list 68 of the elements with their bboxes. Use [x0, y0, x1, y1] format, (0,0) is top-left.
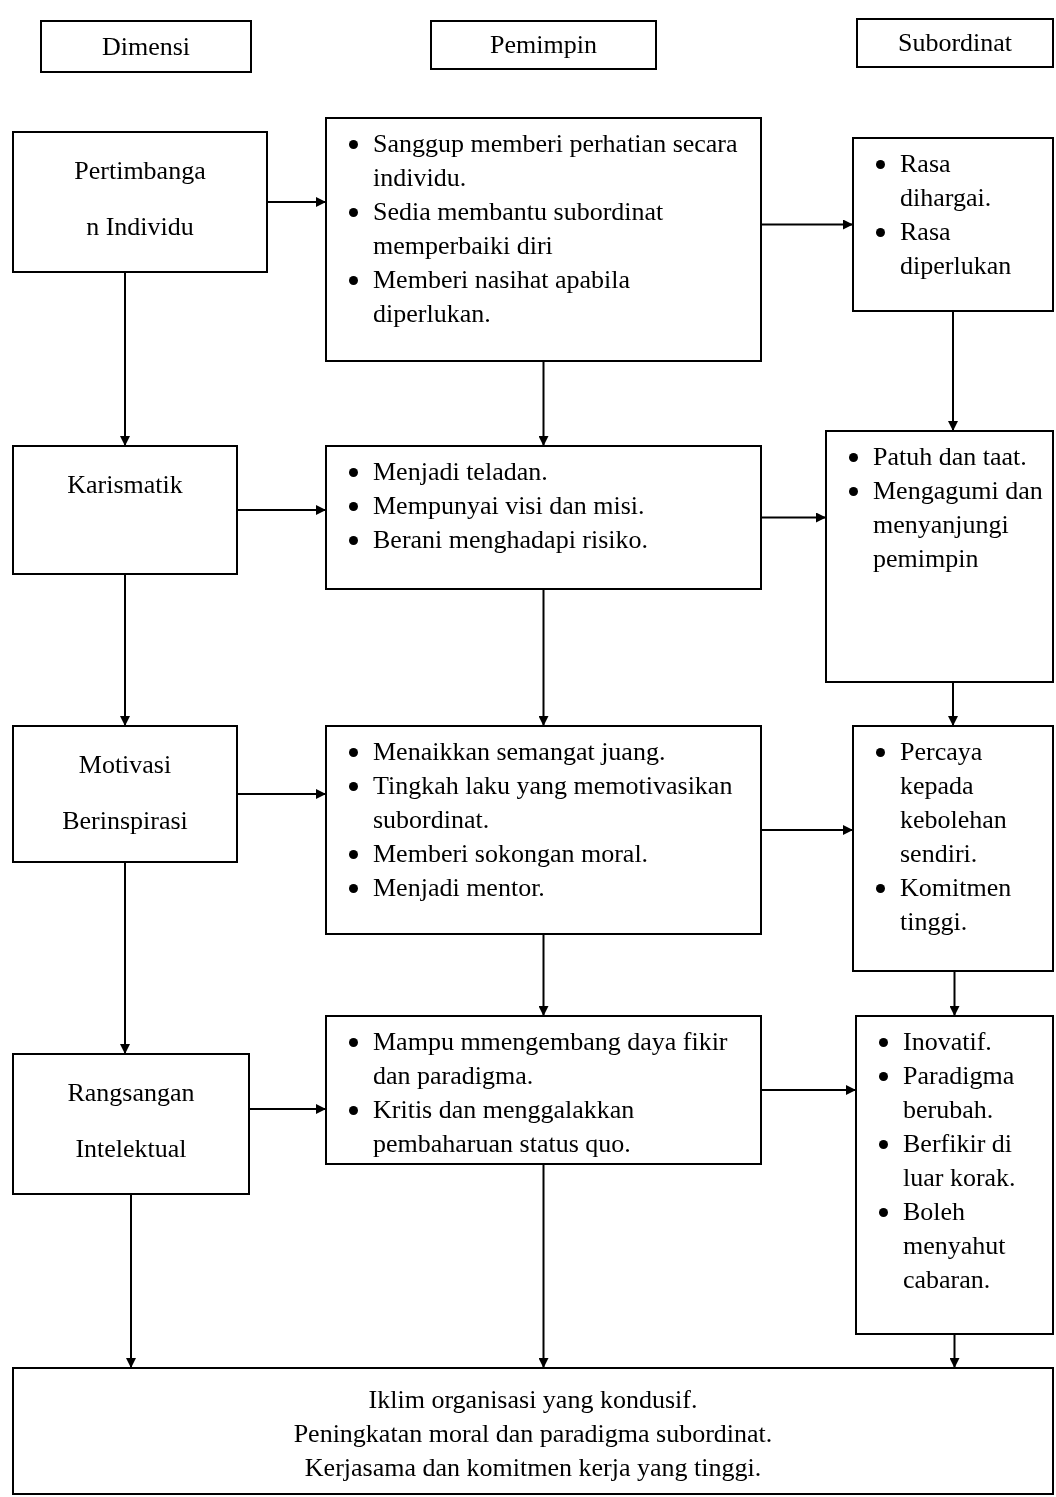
outcome-box: [12, 1367, 1054, 1495]
arrow: [949, 971, 960, 1016]
dimension-text: Pertimbanga n Individu: [73, 155, 207, 243]
arrow: [761, 825, 853, 835]
bullet-item: Komitmen tinggi.: [874, 871, 1044, 939]
bullet-item: Sedia membantu subordinat memperbaiki diri: [347, 195, 752, 263]
bullet-item: Percaya kepada kebolehan sendiri.: [874, 735, 1044, 871]
subordinate-effect-box: [825, 430, 1054, 683]
bullet-item: Memberi nasihat apabila diperlukan.: [347, 263, 752, 331]
dimension-text: Rangsangan Intelektual: [66, 1077, 196, 1165]
arrow: [120, 862, 130, 1054]
bullet-item: Mampu mmengembang daya fikir dan paradigma.: [347, 1025, 752, 1093]
bullet-item: Sanggup memberi perhatian secara individu.: [347, 127, 752, 195]
arrow: [120, 272, 130, 446]
leader-trait-box: [325, 445, 762, 590]
dimension-text: Karismatik: [67, 469, 183, 501]
column-header: [430, 20, 657, 70]
bullet-item: Memberi sokongan moral.: [347, 837, 752, 871]
dimension-box: [12, 131, 268, 273]
leader-trait-box: [325, 1015, 762, 1165]
column-header: [856, 18, 1054, 68]
arrow: [761, 219, 853, 230]
arrow: [538, 934, 549, 1016]
arrow: [249, 1104, 326, 1114]
arrow: [267, 197, 326, 207]
bullet-item: Mempunyai visi dan misi.: [347, 489, 752, 523]
bullet-item: Boleh menyahut cabaran.: [877, 1195, 1044, 1297]
subordinate-effect-box: [855, 1015, 1054, 1335]
bullet-item: Menaikkan semangat juang.: [347, 735, 752, 769]
subordinate-effect-box: [852, 725, 1054, 972]
leader-trait-box: [325, 725, 762, 935]
header-text: Pemimpin: [490, 30, 597, 60]
arrow: [538, 1164, 549, 1368]
dimension-box: [12, 445, 238, 575]
bullet-item: Kritis dan menggalakkan pembaharuan status quo.: [347, 1093, 752, 1161]
bullet-item: Berfikir di luar korak.: [877, 1127, 1044, 1195]
dimension-box: [12, 725, 238, 863]
arrow: [761, 1085, 856, 1095]
arrow: [237, 789, 326, 799]
bullet-item: Berani menghadapi risiko.: [347, 523, 752, 557]
arrow: [949, 1334, 960, 1368]
bullet-item: Menjadi mentor.: [347, 871, 752, 905]
outcome-text: Iklim organisasi yang kondusif.: [367, 1384, 699, 1416]
bullet-item: Rasa diperlukan: [874, 215, 1044, 283]
arrow: [538, 589, 549, 726]
arrow: [126, 1194, 136, 1368]
bullet-item: Tingkah laku yang memotivasikan subordinat.: [347, 769, 752, 837]
arrow: [120, 574, 130, 726]
arrow: [538, 361, 549, 446]
outcome-text: Peningkatan moral dan paradigma subordinat.: [292, 1418, 774, 1450]
dimension-box: [12, 1053, 250, 1195]
dimension-text: Motivasi Berinspirasi: [61, 749, 189, 837]
bullet-item: Patuh dan taat.: [847, 440, 1044, 474]
leader-trait-box: [325, 117, 762, 362]
header-text: Dimensi: [101, 31, 191, 62]
arrow: [948, 682, 958, 726]
outcome-text: Kerjasama dan komitmen kerja yang tinggi.: [303, 1452, 763, 1484]
bullet-item: Rasa dihargai.: [874, 147, 1044, 215]
bullet-item: Menjadi teladan.: [347, 455, 752, 489]
arrow: [237, 505, 326, 515]
header-text: Subordinat: [897, 28, 1013, 58]
bullet-item: Paradigma berubah.: [877, 1059, 1044, 1127]
arrow: [761, 512, 826, 523]
arrow: [948, 311, 958, 431]
column-header: [40, 20, 252, 73]
subordinate-effect-box: [852, 137, 1054, 312]
bullet-item: Mengagumi dan menyanjungi pemimpin: [847, 474, 1044, 576]
bullet-item: Inovatif.: [877, 1025, 1044, 1059]
